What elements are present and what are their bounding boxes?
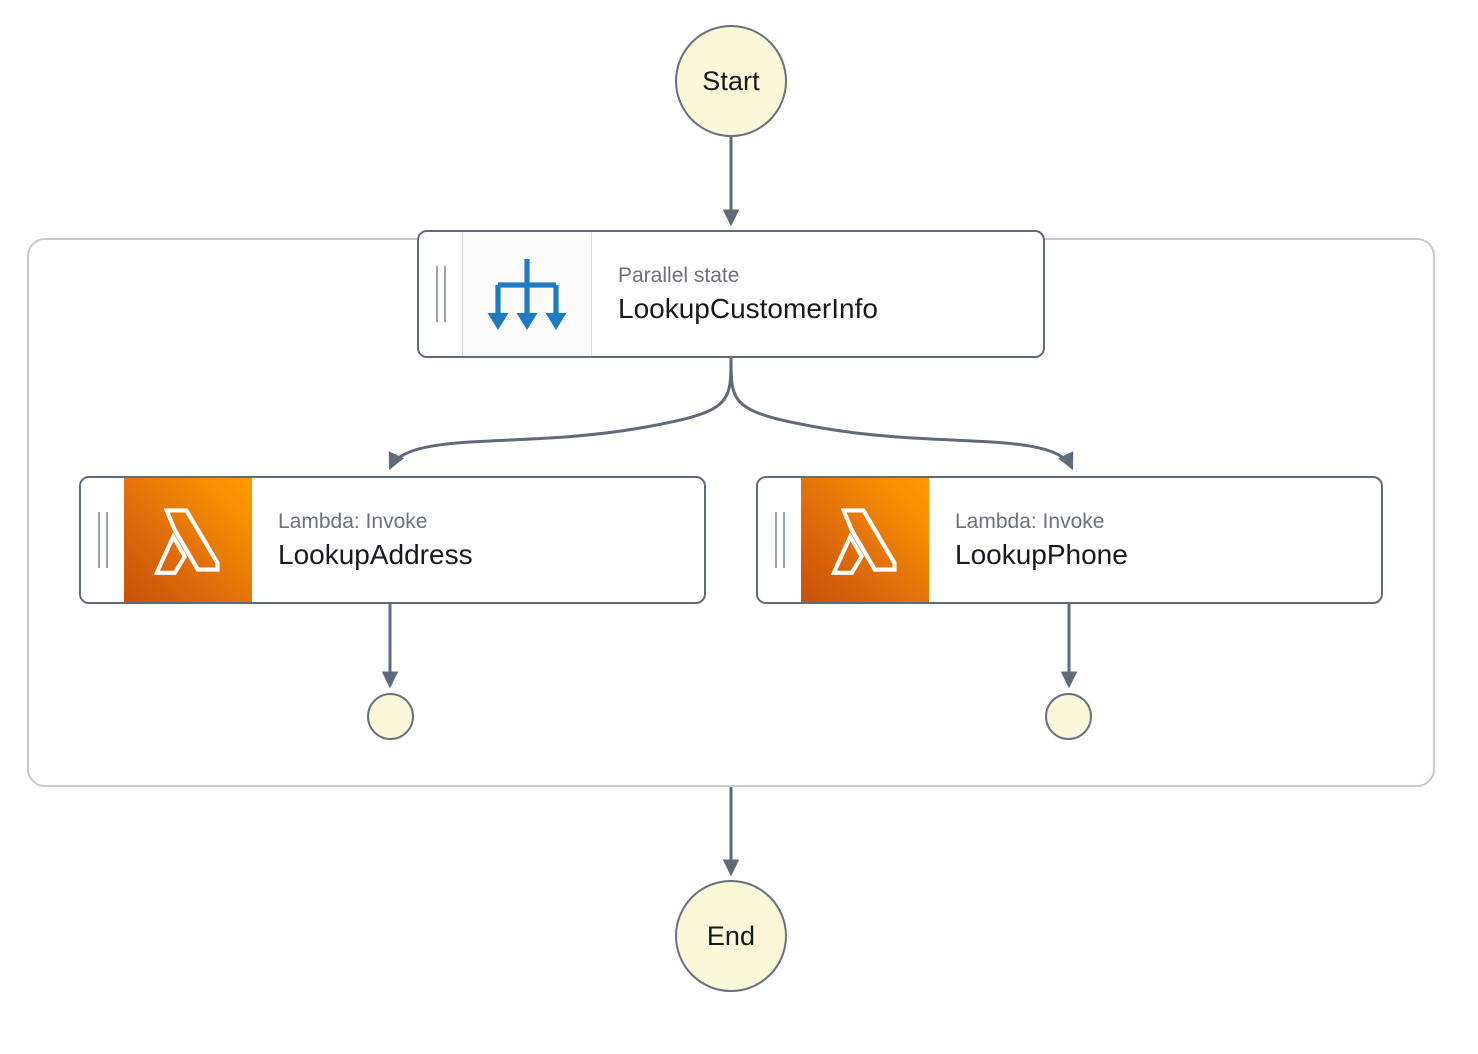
parallel-node-title: LookupCustomerInfo: [618, 292, 878, 324]
lookupphone-title: LookupPhone: [955, 538, 1128, 570]
lookupaddress-subtitle: Lambda: Invoke: [278, 510, 428, 534]
lookupaddress-title: LookupAddress: [278, 538, 473, 570]
drag-handle-icon[interactable]: [419, 232, 462, 356]
lookupaddress-labels: Lambda: Invoke LookupAddress: [252, 478, 704, 602]
parallel-node-subtitle: Parallel state: [618, 264, 740, 288]
drag-handle-icon[interactable]: [81, 478, 124, 602]
parallel-node-labels: Parallel state LookupCustomerInfo: [592, 232, 1043, 356]
parallel-fork-icon: [462, 232, 592, 356]
state-node-parallel[interactable]: Parallel state LookupCustomerInfo: [417, 230, 1045, 358]
state-node-lookupaddress[interactable]: Lambda: Invoke LookupAddress: [79, 476, 706, 604]
end-node-label: End: [706, 920, 756, 951]
drag-handle-icon[interactable]: [758, 478, 801, 602]
branch-end-icon-right[interactable]: [1045, 693, 1092, 740]
aws-lambda-icon: [801, 478, 929, 602]
state-node-lookupphone[interactable]: Lambda: Invoke LookupPhone: [756, 476, 1383, 604]
aws-lambda-icon: [124, 478, 252, 602]
lookupphone-subtitle: Lambda: Invoke: [955, 510, 1105, 534]
lookupphone-labels: Lambda: Invoke LookupPhone: [929, 478, 1381, 602]
start-node-label: Start: [702, 65, 760, 96]
end-node[interactable]: End: [675, 880, 787, 992]
branch-end-icon-left[interactable]: [367, 693, 414, 740]
start-node[interactable]: Start: [675, 25, 787, 137]
